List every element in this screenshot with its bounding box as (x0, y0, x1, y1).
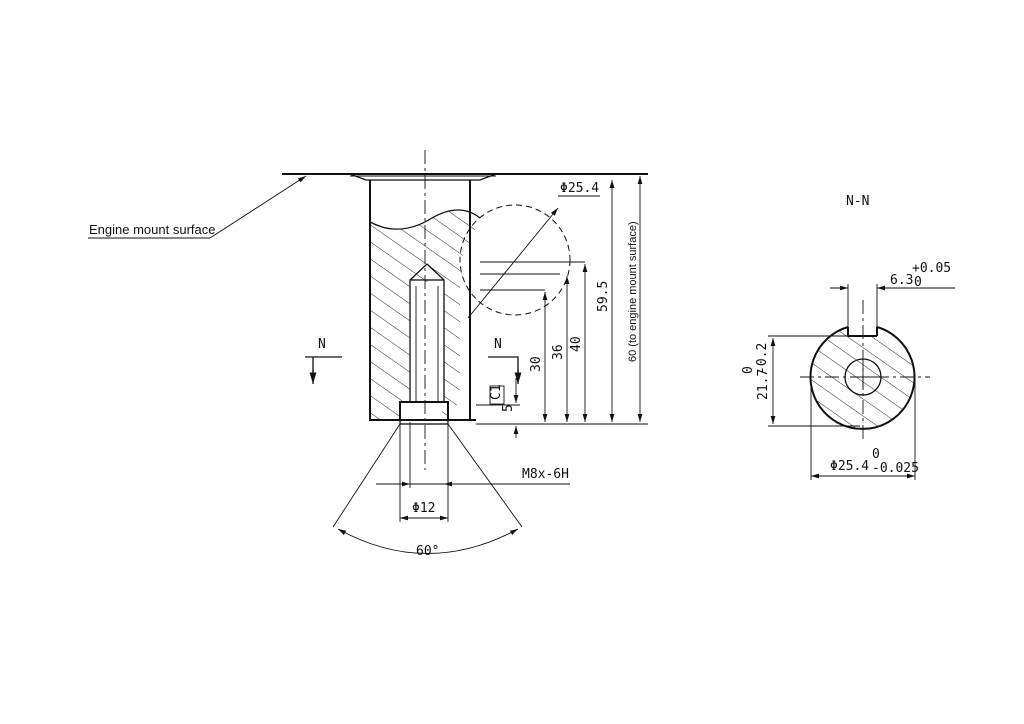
svg-text:-0.2: -0.2 (755, 343, 770, 374)
svg-text:60 (to engine mount surface): 60 (to engine mount surface) (627, 221, 639, 362)
shaft-dia-label: Φ25.4 (830, 459, 869, 474)
svg-text:-0.025: -0.025 (872, 461, 919, 476)
dia-12-label: Φ12 (412, 501, 435, 516)
svg-text:59.5: 59.5 (596, 281, 611, 312)
svg-text:0: 0 (914, 275, 922, 290)
svg-text:0: 0 (872, 447, 880, 462)
section-view: N-N 6.3 +0.05 0 21.7 0 -0.2 (741, 194, 955, 480)
key-circle (459, 204, 571, 316)
engine-mount-label: Engine mount surface (89, 222, 215, 237)
dia-25-4-label: Φ25.4 (560, 181, 599, 196)
section-mark-right: N (494, 337, 502, 352)
svg-text:5: 5 (501, 404, 516, 412)
svg-text:40: 40 (569, 336, 584, 352)
thread-label: M8x-6H (522, 467, 569, 482)
svg-text:0: 0 (741, 366, 756, 374)
svg-text:C1: C1 (489, 384, 504, 400)
svg-text:30: 30 (529, 356, 544, 372)
svg-text:21.7: 21.7 (756, 369, 771, 400)
angle-label: 60° (416, 544, 439, 559)
main-view: Φ25.4 30 36 40 59.5 60 (to engine mount … (88, 150, 648, 559)
section-outline (809, 326, 916, 430)
svg-text:+0.05: +0.05 (912, 261, 951, 276)
section-mark-left: N (318, 337, 326, 352)
section-title: N-N (846, 194, 869, 209)
svg-text:36: 36 (551, 344, 566, 360)
key-width-label: 6.3 (890, 273, 913, 288)
flange-outline (349, 173, 497, 181)
